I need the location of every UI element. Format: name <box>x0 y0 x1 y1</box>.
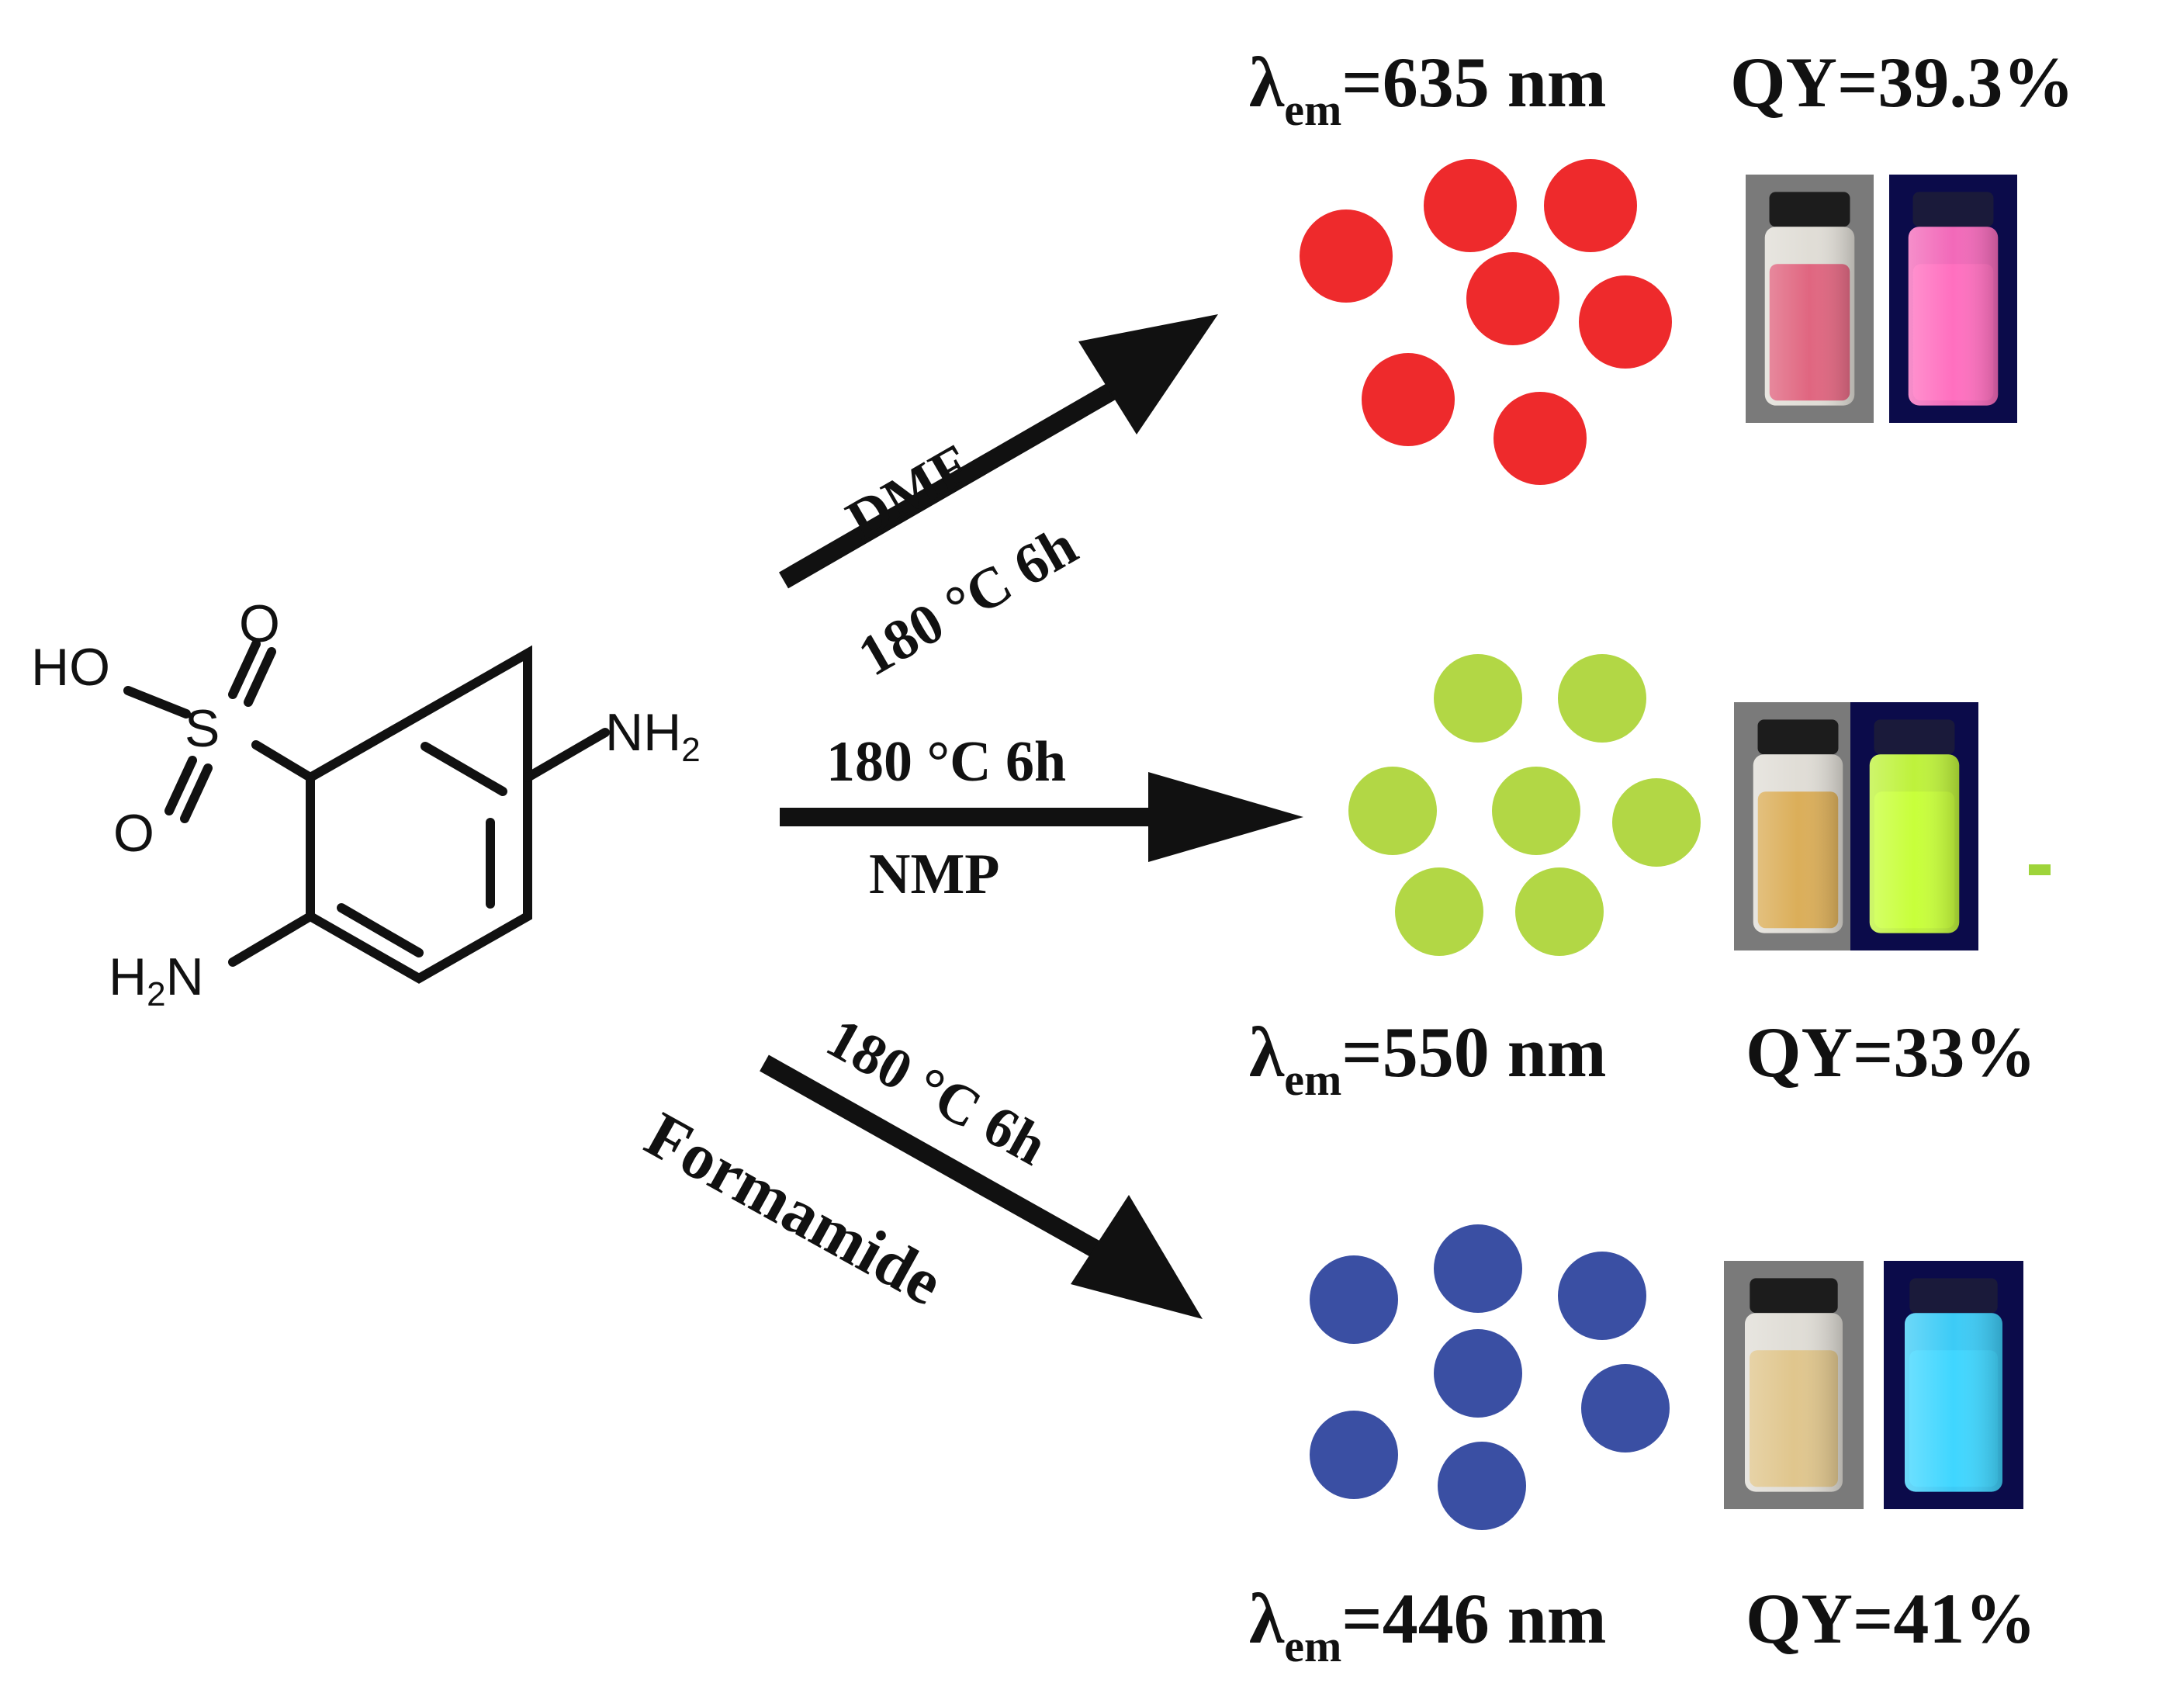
carbon-dot-formamide-4 <box>1434 1329 1522 1418</box>
arrow-nmp-head <box>1148 772 1303 862</box>
arrow-formamide-head <box>1071 1195 1203 1319</box>
carbon-dot-dmf-6 <box>1362 353 1455 446</box>
carbon-dot-dmf-4 <box>1466 252 1559 345</box>
arrow-dmf-head <box>1078 314 1218 435</box>
vial-uv-nmp <box>1850 702 1978 950</box>
atom-nh2: NH2 <box>605 703 701 767</box>
nh-label: NH <box>605 703 682 762</box>
carbon-dot-formamide-6 <box>1310 1411 1398 1499</box>
ring-inner-bond-1 <box>421 742 507 796</box>
atom-ho: HO <box>31 638 110 697</box>
carbon-dot-formamide-3 <box>1558 1252 1646 1340</box>
vial-daylight-formamide <box>1724 1261 1864 1509</box>
qy-label-dmf: QY=39.3% <box>1730 43 2075 122</box>
vial-daylight-dmf-cap <box>1769 192 1850 227</box>
s-o-top-bond-a <box>228 639 261 699</box>
condition-label-nmp: 180 °C 6h <box>826 730 1067 794</box>
arrows <box>760 314 1303 1319</box>
carbon-dot-dmf-7 <box>1493 392 1587 485</box>
carbon-dot-dmf-2 <box>1424 159 1517 252</box>
vial-daylight-formamide-cap <box>1750 1278 1838 1314</box>
nh-sub: 2 <box>681 731 701 769</box>
ring-to-so3h-bond <box>251 740 315 782</box>
emission-line-dmf: λem=635 nm <box>1249 47 1607 133</box>
vial-daylight-nmp-cap <box>1757 719 1839 755</box>
ring-inner-bond-3 <box>337 903 424 957</box>
arrow-formamide-shaft <box>760 1054 1114 1266</box>
qy-label-formamide: QY=41% <box>1746 1579 2037 1658</box>
arrow-dmf-shaft <box>779 379 1122 589</box>
lambda-sub: em <box>1284 1621 1342 1671</box>
carbon-dots-blue <box>1310 1224 1670 1530</box>
vial-uv-formamide-cap <box>1909 1278 1998 1314</box>
vial-uv-formamide <box>1884 1261 2023 1509</box>
vial-photos <box>1724 175 2023 1509</box>
carbon-dot-dmf-5 <box>1579 275 1672 369</box>
carbon-dot-formamide-7 <box>1438 1442 1526 1530</box>
carbon-dot-nmp-6 <box>1395 867 1483 956</box>
s-o-bottom-bond-a <box>164 756 197 815</box>
atom-h2n: H2N <box>109 947 204 1012</box>
emission-value: =550 nm <box>1341 1013 1607 1092</box>
vial-uv-dmf-cap <box>1912 192 1994 227</box>
benzene-ring <box>306 645 532 984</box>
carbon-dot-formamide-1 <box>1310 1255 1398 1344</box>
ring-to-h2n-bond <box>228 912 315 967</box>
emission-line-formamide: λem=446 nm <box>1249 1583 1607 1669</box>
carbon-dot-nmp-1 <box>1434 654 1522 743</box>
s-o-bottom-bond-b <box>180 763 213 823</box>
vial-daylight-dmf-shine <box>1764 227 1855 406</box>
vial-daylight-nmp-shine <box>1753 754 1843 933</box>
emission-value: =635 nm <box>1341 43 1607 122</box>
carbon-dot-nmp-4 <box>1492 767 1580 855</box>
carbon-dot-dmf-3 <box>1544 159 1637 252</box>
vial-uv-formamide-shine <box>1905 1313 2002 1492</box>
h-label: H <box>109 947 147 1006</box>
carbon-dot-dmf-1 <box>1300 209 1393 303</box>
carbon-dot-nmp-2 <box>1558 654 1646 743</box>
vial-daylight-nmp <box>1734 702 1862 950</box>
lambda-sub: em <box>1284 85 1342 135</box>
atom-oxygen-bottom: O <box>113 804 154 863</box>
vial-uv-nmp-cap <box>1874 719 1955 755</box>
carbon-dot-formamide-2 <box>1434 1224 1522 1313</box>
lambda-symbol: λ <box>1249 1579 1285 1658</box>
ring-to-nh2-bond <box>523 728 610 782</box>
vial-uv-nmp-shine <box>1869 754 1960 933</box>
emission-line-nmp: λem=550 nm <box>1249 1016 1607 1103</box>
solvent-label-nmp: NMP <box>869 843 1000 906</box>
vial-uv-dmf <box>1889 175 2017 423</box>
carbon-dot-nmp-5 <box>1612 778 1701 867</box>
s-o-top-bond-b <box>244 647 276 707</box>
n-label: N <box>165 947 204 1006</box>
carbon-dots-red <box>1300 159 1672 485</box>
vial-uv-dmf-shine <box>1908 227 1999 406</box>
carbon-dots-green <box>1348 654 1701 956</box>
emission-value: =446 nm <box>1341 1579 1607 1658</box>
s-oh-bond <box>123 686 191 718</box>
carbon-dot-formamide-5 <box>1581 1364 1670 1453</box>
h-sub: 2 <box>147 975 166 1013</box>
lambda-symbol: λ <box>1249 43 1285 122</box>
atom-oxygen-top: O <box>239 594 280 653</box>
lambda-symbol: λ <box>1249 1013 1285 1092</box>
atom-sulfur: S <box>185 699 220 758</box>
carbon-dot-nmp-3 <box>1348 767 1437 855</box>
decorative-mark <box>2029 864 2051 875</box>
vial-daylight-dmf <box>1746 175 1874 423</box>
lambda-sub: em <box>1284 1054 1342 1105</box>
molecule-structure <box>123 639 610 984</box>
vial-daylight-formamide-shine <box>1745 1313 1843 1492</box>
qy-label-nmp: QY=33% <box>1746 1013 2037 1092</box>
carbon-dot-nmp-7 <box>1515 867 1604 956</box>
